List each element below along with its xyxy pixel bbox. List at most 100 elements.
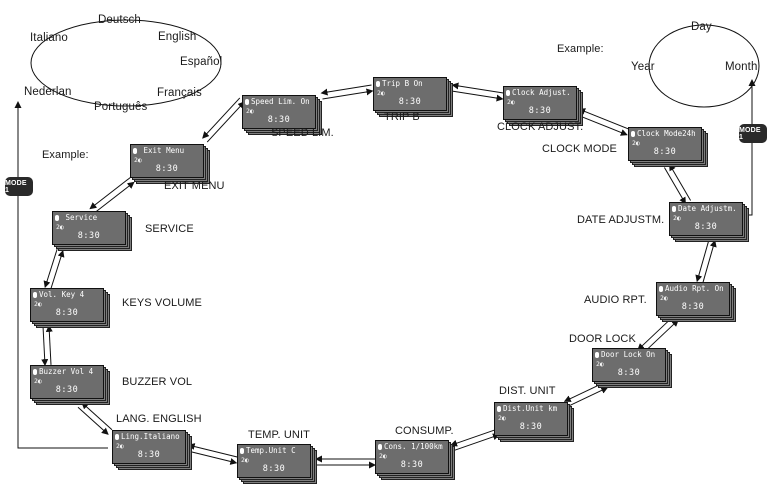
caption-buzzer: BUZZER VOL xyxy=(122,376,193,388)
backward-arrow xyxy=(702,239,717,283)
caption-exit-menu: EXIT MENU xyxy=(164,180,225,192)
display-line1: Trip B On xyxy=(382,79,423,88)
forward-arrow xyxy=(202,97,241,139)
backward-arrow xyxy=(452,433,500,452)
display-status: 2◐ xyxy=(673,214,681,222)
language-cycle-ring xyxy=(30,19,222,107)
display-face: Clock Adjust.2◐8:30 xyxy=(503,86,577,120)
display-status: 2◐ xyxy=(34,300,42,308)
display-line1: Clock Mode24h xyxy=(637,129,696,138)
display-status: 2◐ xyxy=(660,294,668,302)
language-nederlan: Nederlan xyxy=(24,86,72,98)
selector-bullet-icon xyxy=(240,447,244,454)
forward-arrow xyxy=(450,428,498,447)
display-status: 2◐ xyxy=(241,456,249,464)
selector-bullet-icon xyxy=(378,443,382,450)
backward-arrow xyxy=(43,248,58,289)
date-cycle-ring xyxy=(648,24,760,108)
selector-bullet-icon xyxy=(115,433,119,440)
forward-arrow xyxy=(576,114,628,136)
display-status: 2◐ xyxy=(134,156,142,164)
display-time: 8:30 xyxy=(155,164,179,174)
caption-trip-b: TRIP B xyxy=(384,111,420,123)
display-time: 8:30 xyxy=(55,385,79,395)
display-time: 8:30 xyxy=(262,464,286,474)
caption-dist-unit: DIST. UNIT xyxy=(499,385,556,397)
display-line1: Temp.Unit C xyxy=(246,446,296,455)
display-time: 8:30 xyxy=(400,460,424,470)
caption-temp-unit: TEMP. UNIT xyxy=(248,429,310,441)
language-deutsch: Deutsch xyxy=(98,14,141,26)
forward-arrow xyxy=(695,239,710,283)
selector-bullet-icon xyxy=(33,291,37,298)
caption-speed-lim: SPEED LIM. xyxy=(271,127,334,139)
caption-door-lock: DOOR LOCK xyxy=(569,333,636,345)
forward-arrow xyxy=(93,181,135,214)
screen-clock-adjust: Clock Adjust.2◐8:30 xyxy=(503,86,583,126)
display-line1: Vol. Key 4 xyxy=(39,290,85,299)
example-label-language: Example: xyxy=(42,149,89,161)
backward-arrow xyxy=(89,177,131,210)
caption-date-adjust: DATE ADJUSTM. xyxy=(577,214,665,226)
display-line1: Clock Adjust. xyxy=(512,88,571,97)
display-line1: Service xyxy=(61,213,98,222)
display-status: 2◐ xyxy=(596,360,604,368)
display-line1: Door Lock On xyxy=(601,350,656,359)
display-line1: Exit Menu xyxy=(139,146,185,155)
selector-bullet-icon xyxy=(659,285,663,292)
forward-arrow xyxy=(451,90,504,102)
display-time: 8:30 xyxy=(694,222,718,232)
backward-arrow xyxy=(669,163,692,201)
display-time: 8:30 xyxy=(55,308,79,318)
selector-bullet-icon xyxy=(245,98,249,105)
cycle-year: Year xyxy=(631,61,655,73)
selector-bullet-icon xyxy=(631,130,635,137)
display-status: 2◐ xyxy=(632,139,640,147)
display-time: 8:30 xyxy=(137,450,161,460)
display-line1: Date Adjustm. xyxy=(678,204,737,213)
backward-arrow xyxy=(320,84,372,96)
display-status: 2◐ xyxy=(56,223,64,231)
mode1-button-right[interactable]: MODE 1 xyxy=(739,124,767,143)
backward-arrow xyxy=(187,450,238,465)
forward-arrow xyxy=(45,324,53,365)
caption-keys-volume: KEYS VOLUME xyxy=(122,297,202,309)
display-status: 2◐ xyxy=(379,452,387,460)
display-time: 8:30 xyxy=(398,97,422,107)
backward-arrow xyxy=(206,101,245,143)
selector-bullet-icon xyxy=(133,147,137,154)
forward-arrow xyxy=(81,402,113,431)
display-status: 2◐ xyxy=(377,89,385,97)
language-espanol: Español xyxy=(180,56,223,68)
display-time: 8:30 xyxy=(681,302,705,312)
display-status: 2◐ xyxy=(507,98,515,106)
display-line1: Ling.Italiano xyxy=(121,432,180,441)
mode1-button-left[interactable]: MODE 1 xyxy=(5,177,33,196)
selector-bullet-icon xyxy=(497,405,501,412)
forward-arrow xyxy=(663,167,686,205)
forward-arrow xyxy=(50,249,65,290)
display-line1: Dist.Unit km xyxy=(503,404,558,413)
display-line1: Buzzer Vol 4 xyxy=(39,367,94,376)
backward-arrow xyxy=(578,108,630,130)
forward-arrow xyxy=(322,88,374,100)
